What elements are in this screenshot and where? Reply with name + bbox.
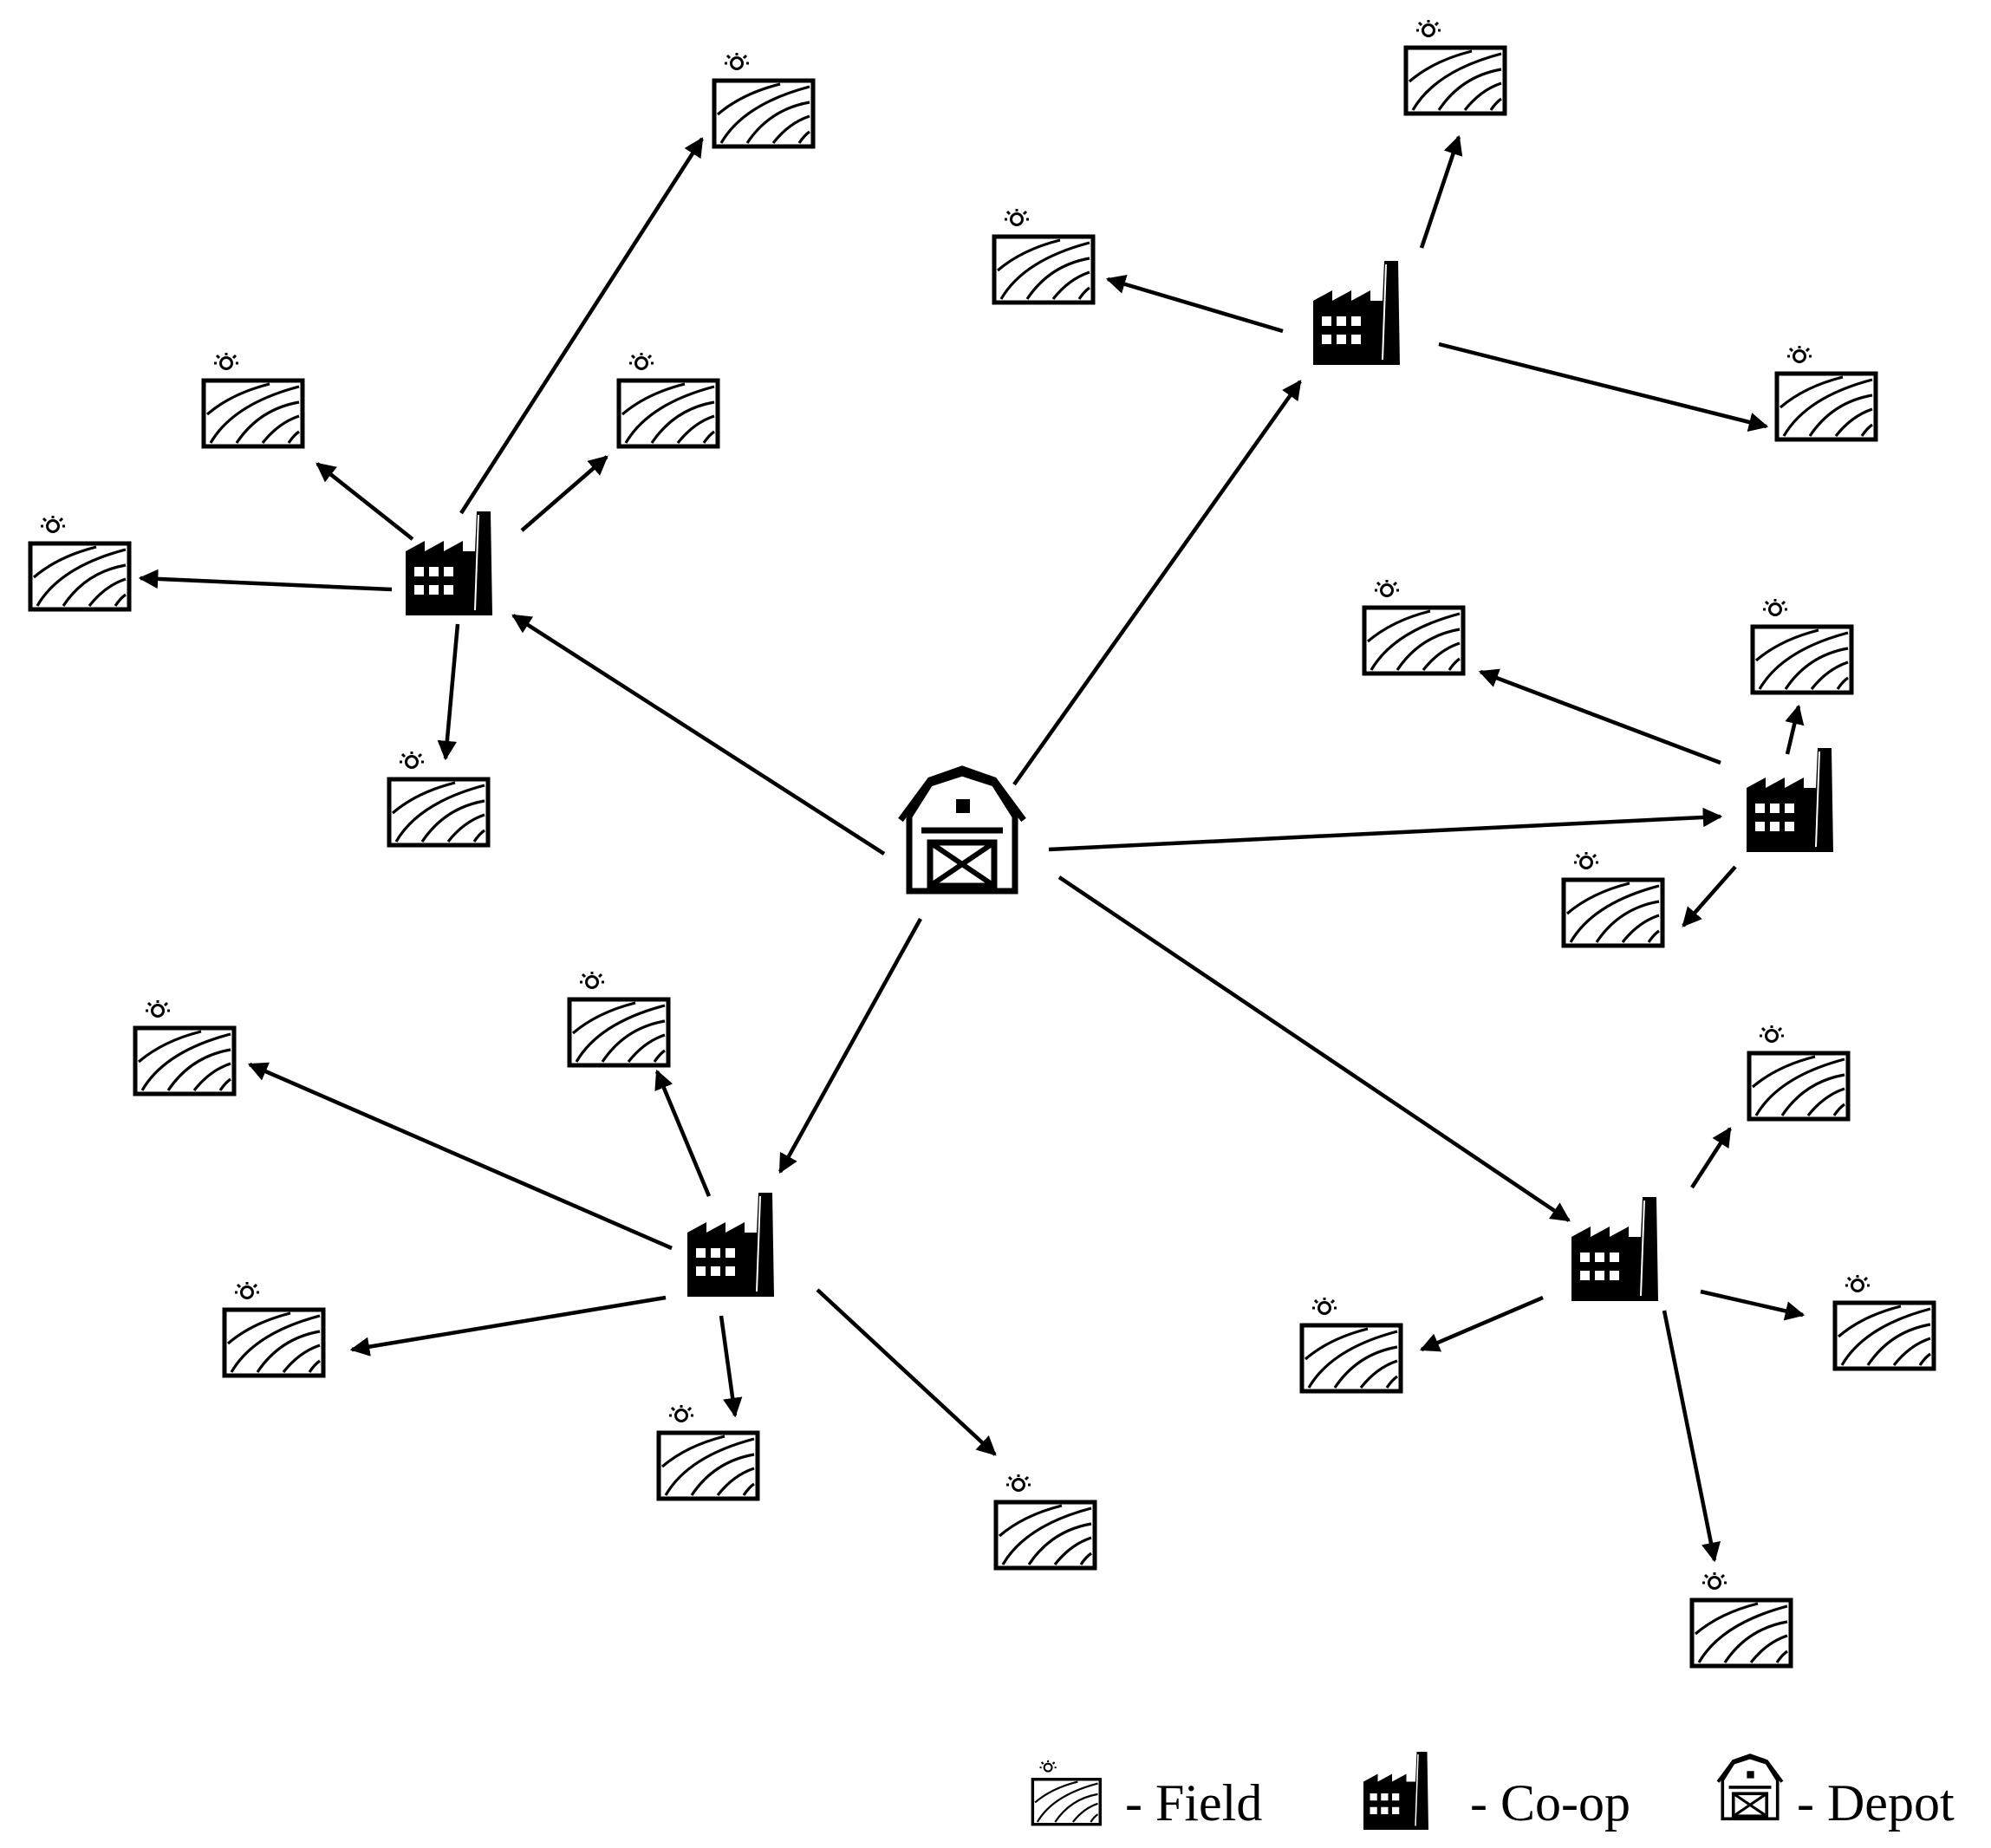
coop-icon <box>1746 747 1834 853</box>
field-icon <box>1777 346 1876 439</box>
coop-icon <box>405 511 493 616</box>
edge-coop-northwest-to-field <box>437 623 460 761</box>
field-icon <box>1692 1572 1791 1666</box>
edge-coop-north-to-field <box>1419 134 1463 249</box>
field-icon <box>1749 1025 1848 1119</box>
edge-coop-southwest-to-field <box>719 1315 743 1418</box>
legend-depot-label: - Depot <box>1797 1774 1955 1832</box>
coop-field-edges <box>138 134 1806 1563</box>
edge-coop-east-to-field <box>1785 704 1805 755</box>
legend-depot-icon <box>1716 1754 1784 1821</box>
edge-coop-north-to-field <box>1105 274 1284 334</box>
edge-coop-southeast-to-field <box>1662 1310 1721 1563</box>
field-icon <box>30 516 129 609</box>
edge-coop-southeast-to-field <box>1700 1289 1806 1321</box>
field-icon <box>1302 1298 1401 1391</box>
edge-coop-northwest-to-field <box>520 455 608 532</box>
edge-coop-northwest-to-field <box>138 569 393 592</box>
field-icon <box>1753 599 1851 693</box>
field-icon <box>659 1405 758 1499</box>
legend-field-label: - Field <box>1125 1774 1262 1832</box>
field-icon <box>204 353 303 446</box>
edge-coop-east-to-field <box>1682 865 1737 927</box>
legend: - Field - Co-op - Depot <box>1031 1751 1955 1832</box>
coop-icon <box>1571 1196 1659 1302</box>
field-icon <box>569 972 668 1065</box>
field-icon <box>389 752 488 845</box>
field-icon <box>714 53 813 146</box>
edge-coop-east-to-field <box>1478 668 1721 765</box>
edge-coop-southeast-to-field <box>1690 1127 1732 1189</box>
field-icon <box>996 1474 1095 1568</box>
depot-edges <box>511 380 1723 1222</box>
field-icon <box>1564 852 1662 946</box>
edge-coop-north-to-field <box>1438 342 1769 432</box>
legend-field-icon <box>1031 1759 1102 1826</box>
edge-coop-southwest-to-field <box>654 1069 712 1197</box>
edge-coop-northwest-to-field <box>316 462 414 541</box>
field-icon <box>224 1282 323 1376</box>
field-icon <box>994 209 1093 303</box>
edge-coop-southwest-to-field <box>247 1062 673 1251</box>
edge-coop-southwest-to-field <box>816 1288 997 1456</box>
field-icon <box>619 353 718 446</box>
edge-coop-northwest-to-field <box>459 137 704 515</box>
edge-depot-to-coop-southwest <box>778 917 922 1174</box>
field-icon <box>135 1000 234 1094</box>
depot-icon <box>901 769 1024 891</box>
edge-coop-southeast-to-field <box>1419 1295 1544 1352</box>
field-icon <box>1835 1275 1934 1369</box>
edge-depot-to-coop-southeast <box>1057 875 1571 1222</box>
coop-icon <box>686 1192 775 1298</box>
field-icon <box>1406 20 1505 114</box>
edge-depot-to-coop-north <box>1012 380 1302 786</box>
legend-coop-icon <box>1363 1751 1429 1831</box>
edge-depot-to-coop-east <box>1048 807 1723 852</box>
edge-depot-to-coop-northwest <box>511 614 886 856</box>
coop-icon <box>1312 260 1401 366</box>
edge-coop-southwest-to-field <box>349 1295 667 1357</box>
legend-coop-label: - Co-op <box>1470 1774 1630 1832</box>
field-icon <box>1364 580 1463 673</box>
